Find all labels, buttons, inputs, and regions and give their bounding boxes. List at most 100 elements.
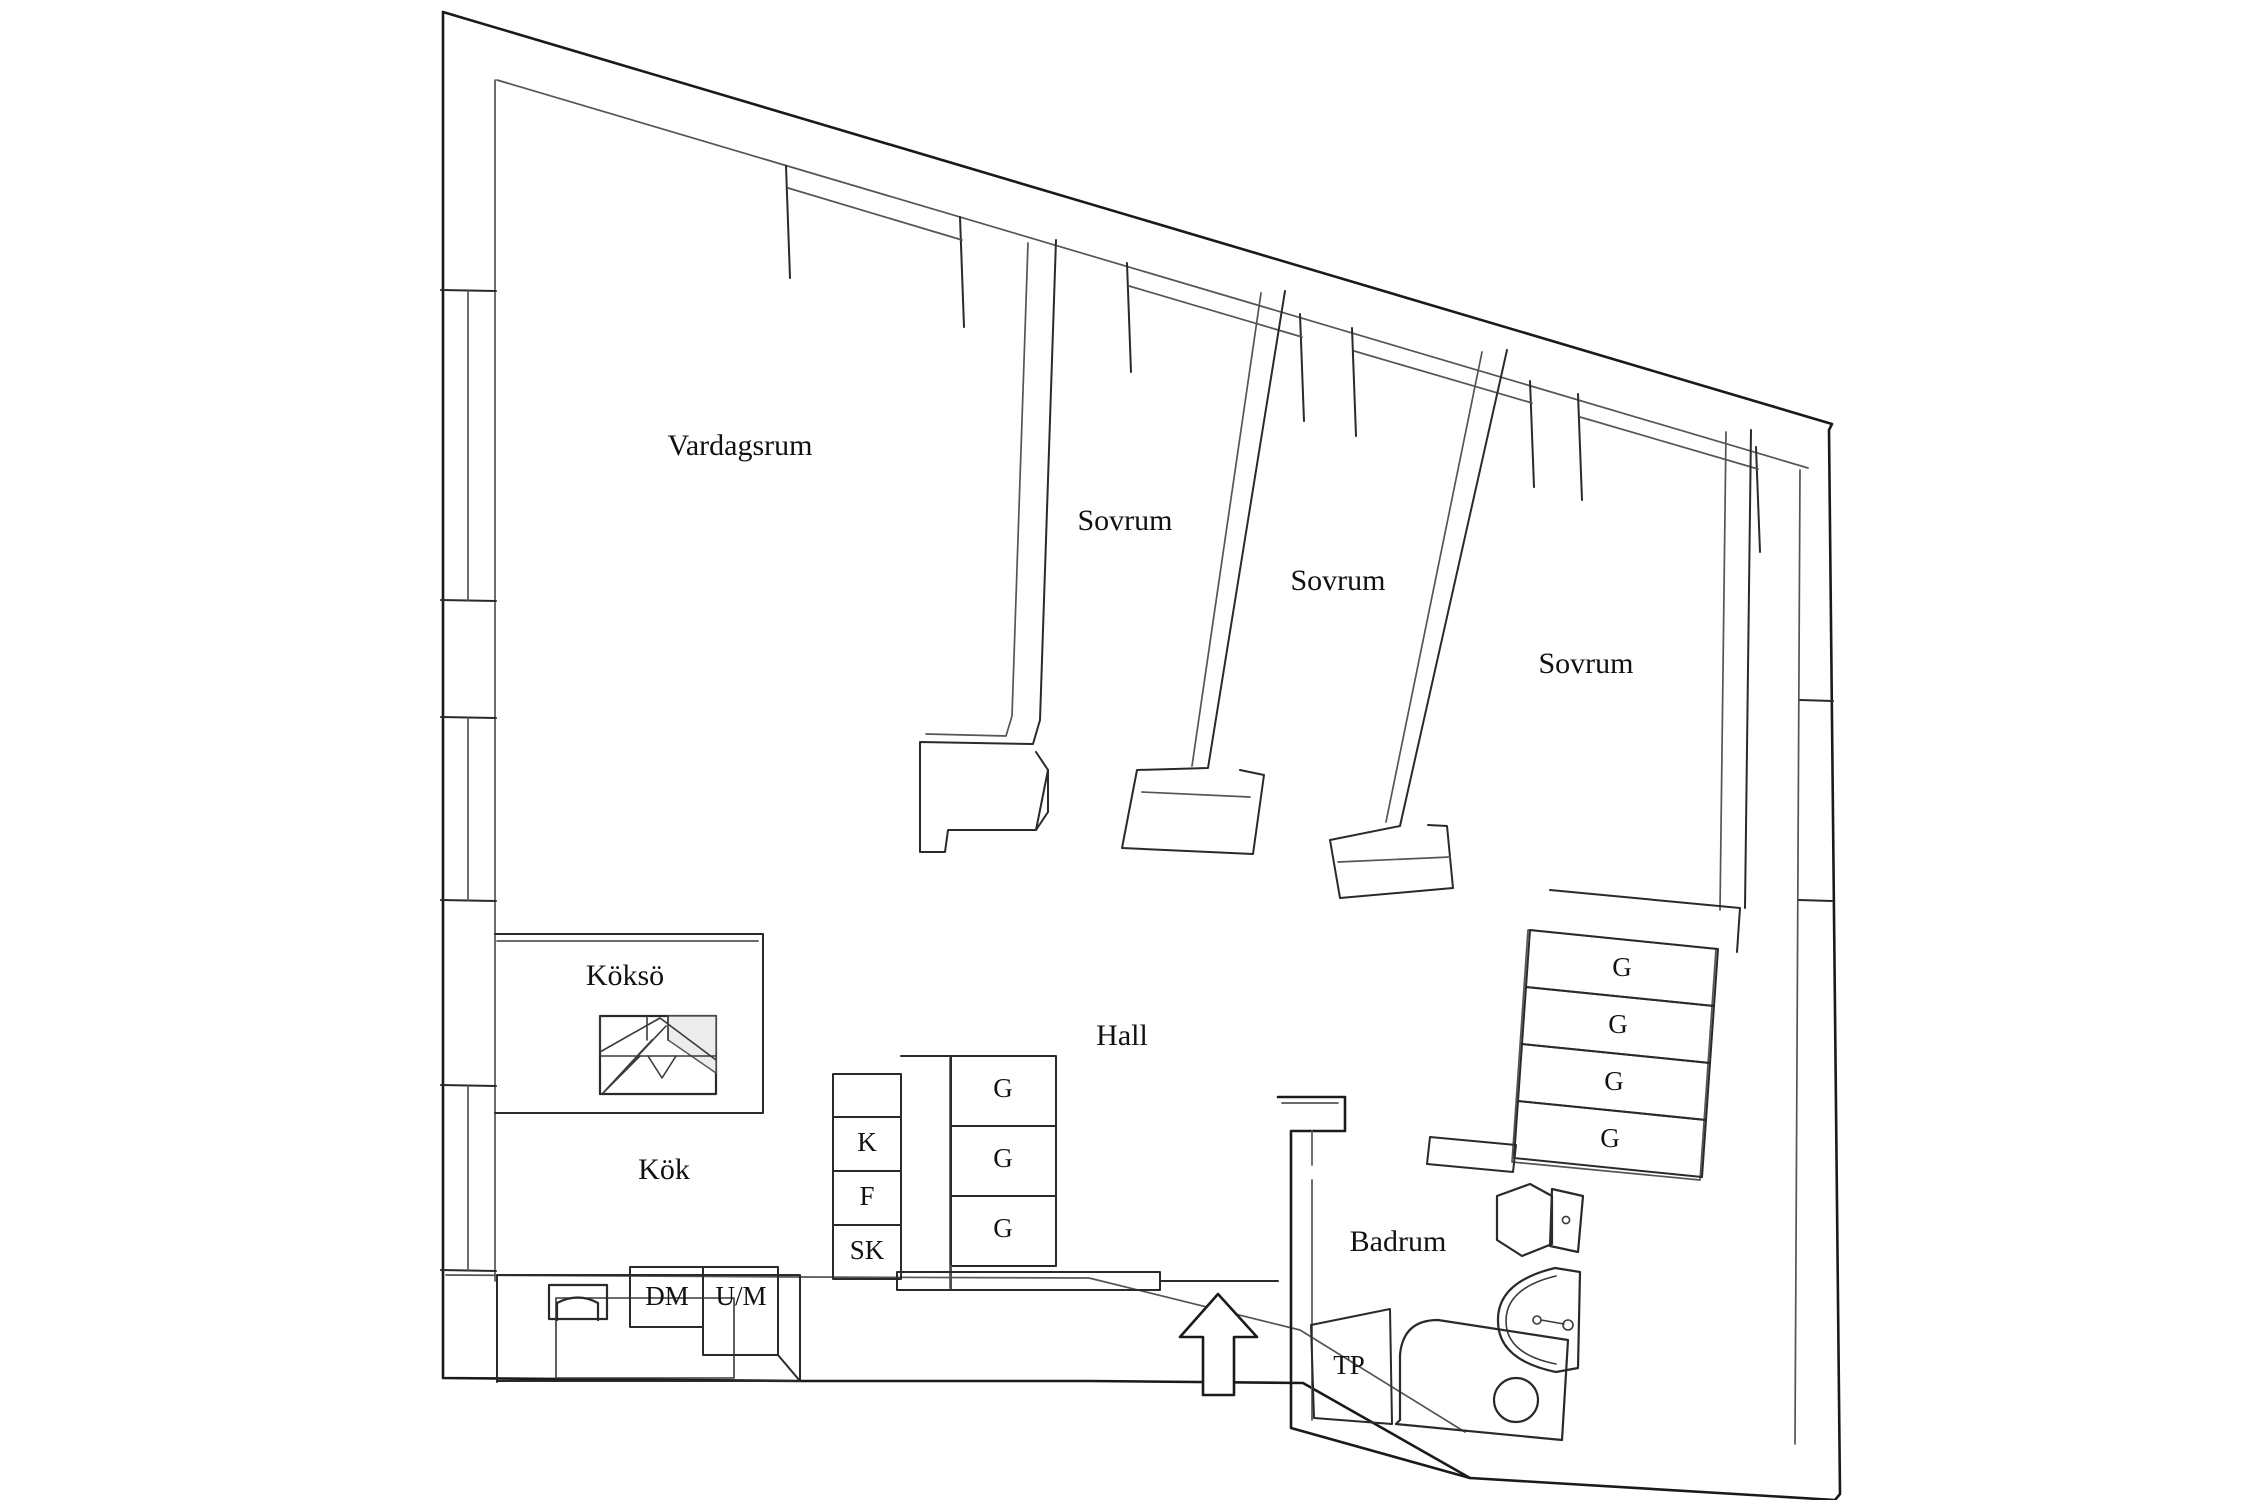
corridor-wardrobe-label-3: G [1604,1066,1624,1096]
bathroom-fixtures: TP [1310,1182,1585,1442]
partition-sovrum1-sovrum2 [1121,290,1286,855]
partition-wall-2-outer [1121,290,1286,855]
appliance-label-dm: DM [645,1281,689,1311]
partition-sovrum2-sovrum3 [1329,349,1508,899]
kitchen-island-unit [598,1014,718,1096]
windows-right-wall [1798,699,1834,902]
bathroom-walls [1276,1095,1472,1480]
room-label-vardagsrum: Vardagsrum [668,429,813,462]
hall-wardrobe-label-2: G [993,1143,1013,1173]
washbasin-tap [1540,1319,1565,1325]
window-top-2 [1126,262,1305,422]
right-wall-inner-face [1794,469,1801,1445]
partition-wall-3-inner-b [1337,856,1451,863]
room-label-sovrum-3: Sovrum [1538,647,1633,680]
corridor-wardrobe-column: G G G G [1426,889,1741,1181]
corridor-wardrobe-top-cap [1549,889,1741,953]
corridor-wardrobe-box-3: G [1517,1043,1711,1121]
corridor-wardrobe-box-2: G [1521,986,1715,1064]
corridor-wall-inner [1719,431,1727,911]
kitchen-col-label-sk: SK [850,1235,885,1265]
island-hood-shade [667,1015,717,1075]
hall-wardrobe-label-3: G [993,1213,1013,1243]
toilet [1495,1182,1585,1258]
corridor-wardrobe-box-1: G [1525,929,1719,1007]
bottom-wall-inner-face [445,1274,1466,1433]
exterior-walls [441,10,1842,1500]
corridor-wardrobe-box-4: G [1513,1100,1707,1178]
partition-wall-1-outer [919,239,1057,853]
room-label-kokso: Köksö [586,959,664,992]
window-top-1 [785,165,965,328]
bathtub [1394,1318,1570,1442]
hall-wardrobe-column: G G G [950,1055,1057,1291]
corridor-wardrobe-label-4: G [1600,1123,1620,1153]
room-label-kok: Kök [638,1153,690,1186]
laundry-tower-tp: TP [1310,1308,1393,1425]
hall-divider-wall [900,1055,952,1291]
toilet-flush-dot [1561,1215,1571,1225]
door-jamb-sovrum1 [1035,751,1049,831]
island-hood-lines [599,1015,669,1053]
room-label-hall: Hall [1096,1019,1148,1052]
room-label-badrum: Badrum [1350,1225,1447,1258]
island-leg-lines [601,1025,667,1095]
room-label-sovrum-2: Sovrum [1290,564,1385,597]
washbasin-drain [1532,1315,1542,1325]
tp-label: TP [1333,1350,1365,1380]
island-cone-a [599,1017,717,1061]
kitchen-island-enclosure [494,933,764,1114]
hall-base-wall [896,1271,1279,1291]
kitchen-col-label-k: K [857,1127,877,1157]
corridor-wardrobe-label-2: G [1608,1009,1628,1039]
window-left-2 [440,716,497,902]
kitchen-counter-run: DM U/M [496,1266,801,1383]
corridor-wardrobe-bottom-ledge [1426,1136,1517,1173]
windows-top-wall [785,165,1761,553]
washbasin-inner-rim [1505,1275,1557,1365]
island-box-outline [494,933,764,1114]
window-left-1 [440,289,497,602]
kitchen-counter-body [496,1274,801,1382]
bathtub-drain [1492,1376,1540,1424]
corridor-wardrobe-label-1: G [1612,952,1632,982]
tp-box [1310,1308,1393,1425]
washbasin [1496,1266,1582,1374]
partition-wall-2-inner-b [1141,791,1251,798]
appliance-label-um: U/M [715,1281,766,1311]
kitchen-col-box-sk [832,1224,902,1280]
washbasin-bowl [1496,1266,1582,1374]
hall-base-wall-outline [896,1271,1161,1291]
window-left-3 [440,1084,497,1272]
bathroom-wall-outline [1276,1095,1472,1480]
window-right-1 [1798,699,1834,902]
kitchen-col-top-box [832,1073,902,1118]
island-notch [647,1055,677,1079]
room-labels: Vardagsrum Sovrum Sovrum Sovrum Hall Kök… [586,429,1634,1258]
room-label-sovrum-1: Sovrum [1077,504,1172,537]
sink-faucet-arc [555,1296,600,1322]
toilet-bowl [1495,1182,1554,1258]
kitchen-counter-chamfer [777,1354,801,1382]
partition-wall-3-inner [1385,351,1483,823]
toilet-cistern [1548,1187,1585,1254]
hall-divider-outline [900,1055,952,1291]
outer-wall-outline [441,10,1842,1500]
kitchen-appliance-column: K F SK [832,1073,902,1280]
partition-vardagsrum-sovrum1 [919,239,1057,853]
top-wall-inner-face [496,79,1809,469]
hall-wardrobe-label-1: G [993,1073,1013,1103]
washbasin-tap-knob [1562,1319,1574,1331]
kitchen-sink [547,1283,735,1379]
windows-left-wall [440,289,497,1272]
appliance-box-um [702,1266,779,1356]
partition-wall-3-outer [1329,349,1508,899]
bathtub-outline [1394,1318,1570,1442]
corridor-wall-outer [1744,429,1752,909]
entrance-arrow[interactable] [1178,1292,1259,1397]
kitchen-col-label-f: F [859,1181,874,1211]
window-top-3 [1351,327,1535,488]
corridor-wall-right [1719,429,1752,911]
